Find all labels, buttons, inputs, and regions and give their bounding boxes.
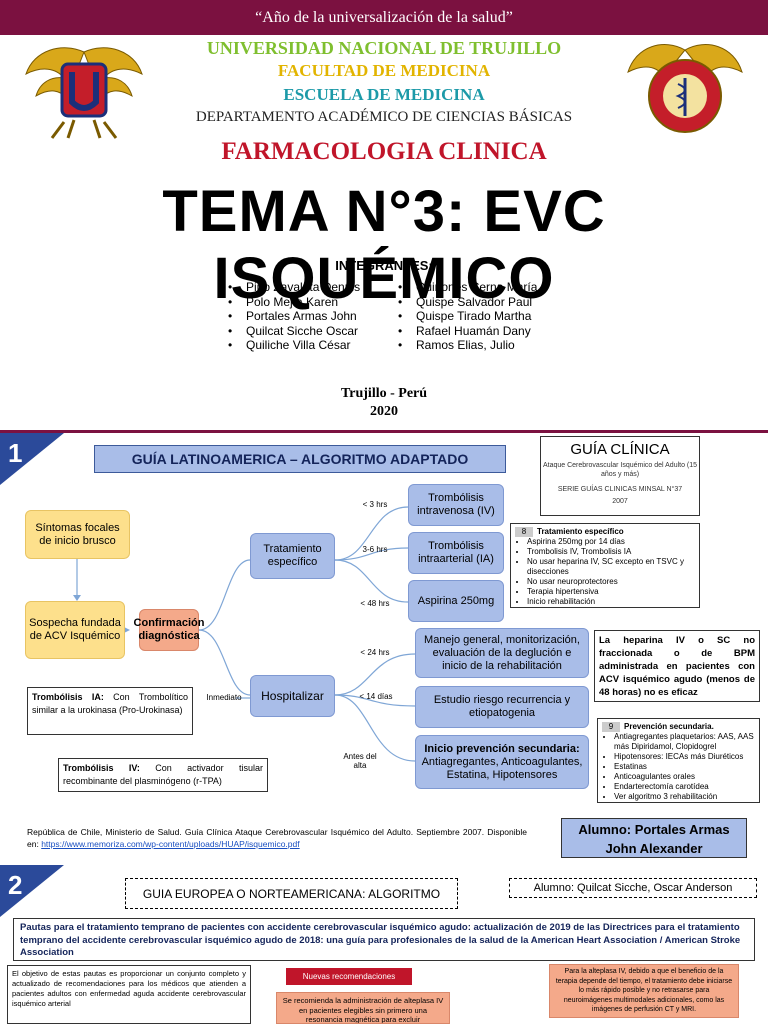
reference-text: República de Chile, Ministerio de Salud.… [27, 827, 527, 849]
member-name: Quispe Salvador Paul [398, 295, 537, 310]
school-name: ESCUELA DE MEDICINA [283, 85, 485, 104]
note-item: No usar heparina IV, SC excepto en TSVC … [527, 557, 695, 577]
page-title: TEMA N°3: EVC ISQUÉMICO [162, 179, 606, 311]
new-recommendations-badge: Nuevas recomendaciones [286, 968, 412, 985]
note-item: Aspirina 250mg por 14 días [527, 537, 695, 547]
section-2-description: Pautas para el tratamiento temprano de p… [13, 918, 755, 961]
note-item: Inicio rehabilitación [527, 597, 695, 607]
ia-thrombolysis-box: Trombólisis intraarterial (IA) [408, 532, 504, 574]
clinical-guide-box: GUÍA CLÍNICA Ataque Cerebrovascular Isqu… [540, 436, 700, 516]
section-2-title: GUIA EUROPEA O NORTEAMERICANA: ALGORITMO [125, 878, 458, 909]
note-item: Hipotensores: IECAs más Diuréticos [614, 752, 755, 762]
label-lt3: < 3 hrs [362, 500, 388, 509]
faculty-logo [627, 44, 743, 133]
student-box-2: Alumno: Quilcat Sicche, Oscar Anderson [509, 878, 757, 898]
section-2-number: 2 [8, 870, 23, 900]
iv-note-body: Con activador tisular recombinante del p… [63, 763, 263, 786]
heparin-note: La heparina IV o SC no fraccionada o de … [594, 630, 760, 702]
note-item: Endarterectomía carotídea [614, 782, 755, 792]
ia-note-title: Trombólisis IA: [32, 692, 104, 702]
note-title: Prevención secundaria. [624, 722, 714, 731]
prevention-box: Inicio prevención secundaria: Antiagrega… [415, 735, 589, 789]
clinical-guide-series: SERIE GUÍAS CLINICAS MINSAL N°37 [557, 486, 683, 493]
note-item: Antiagregantes plaquetarios: AAS, AAS má… [614, 732, 755, 752]
label-lt24: < 24 hrs [360, 648, 390, 657]
year: 2020 [370, 404, 398, 419]
university-name: UNIVERSIDAD NACIONAL DE TRUJILLO [206, 38, 562, 58]
members-right-list: Quiñones Cerna María Quispe Salvador Pau… [398, 280, 537, 353]
note-item: Estatinas [614, 762, 755, 772]
symptoms-box: Síntomas focales de inicio brusco [25, 510, 130, 559]
university-logo [25, 47, 143, 139]
department-name: DEPARTAMENTO ACADÉMICO DE CIENCIAS BÁSIC… [195, 109, 573, 125]
note-number: 9 [602, 722, 620, 732]
members-left-list: Pino Zavaleta Dennis Polo Mejía Karen Po… [228, 280, 360, 353]
specific-treatment-note: 8 Tratamiento específico Aspirina 250mg p… [510, 523, 700, 608]
label-lt14: < 14 días [359, 692, 393, 701]
member-name: Ramos Elias, Julio [398, 338, 537, 353]
member-name: Pino Zavaleta Dennis [228, 280, 360, 295]
members-heading: INTEGRANTES: [335, 258, 433, 273]
ia-thrombolysis-note: Trombólisis IA: Con Trombolítico similar… [27, 687, 193, 735]
reference-link[interactable]: https://www.memoriza.com/wp-content/uplo… [41, 839, 300, 849]
note-item: Anticoagulantes orales [614, 772, 755, 782]
note-item: Trombolisis IV, Trombolisis IA [527, 547, 695, 557]
member-name: Polo Mejía Karen [228, 295, 360, 310]
alteplase-box: Para la alteplasa IV, debido a que el be… [549, 964, 739, 1018]
label-lt48: < 48 hrs [360, 599, 390, 608]
section-1-number: 1 [8, 438, 23, 468]
iv-note-title: Trombólisis IV: [63, 763, 140, 773]
aspirin-box: Aspirina 250mg [408, 580, 504, 622]
member-name: Quiliche Villa César [228, 338, 360, 353]
hospitalize-box: Hospitalizar [250, 675, 335, 717]
prevention-title: Inicio prevención secundaria: [424, 742, 580, 755]
city: Trujillo - Perú [340, 386, 428, 401]
member-name: Quispe Tirado Martha [398, 309, 537, 324]
flow-connectors [73, 506, 416, 762]
note-item: No usar neuroprotectores [527, 577, 695, 587]
member-name: Portales Armas John [228, 309, 360, 324]
note-item: Ver algoritmo 3 rehabilitación [614, 792, 755, 802]
clinical-guide-subtitle: Ataque Cerebrovascular Isquémico del Adu… [542, 462, 698, 478]
top-banner: “Año de la universalización de la salud” [0, 0, 768, 35]
suspicion-box: Sospecha fundada de ACV Isquémico [25, 601, 125, 659]
label-before-discharge: Antes del alta [343, 752, 377, 770]
course-name: FARMACOLOGIA CLINICA [221, 138, 547, 165]
clinical-guide-heading: GUÍA CLÍNICA [570, 441, 670, 458]
general-management-box: Manejo general, monitorización, evaluaci… [415, 628, 589, 678]
iv-thrombolysis-box: Trombólisis intravenosa (IV) [408, 484, 504, 526]
member-name: Quiñones Cerna María [398, 280, 537, 295]
ia-note-body: Con Trombolítico similar a la urokinasa … [32, 692, 188, 715]
faculty-name: FACULTAD DE MEDICINA [277, 61, 491, 80]
objective-box: El objetivo de estas pautas es proporcio… [7, 965, 251, 1024]
student-box-1: Alumno: Portales Armas John Alexander [561, 818, 747, 858]
prevention-note: 9 Prevención secundaria. Antiagregantes p… [597, 718, 760, 803]
reference: República de Chile, Ministerio de Salud.… [27, 826, 527, 850]
note-item: Terapia hipertensiva [527, 587, 695, 597]
note-title: Tratamiento específico [537, 527, 624, 536]
iv-thrombolysis-note: Trombólisis IV: Con activador tisular re… [58, 758, 268, 792]
risk-study-box: Estudio riesgo recurrencia y etiopatogen… [415, 686, 589, 728]
clinical-guide-year: 2007 [612, 498, 628, 505]
prevention-body: Antiagregantes, Anticoagulantes, Estatin… [421, 755, 583, 781]
label-immediate: Inmediato [206, 693, 242, 702]
section-divider [0, 430, 768, 433]
note-number: 8 [515, 527, 533, 537]
confirmation-box: Confirmación diagnóstica [134, 609, 204, 651]
label-3-6: 3-6 hrs [362, 545, 388, 554]
guide-title: GUÍA LATINOAMERICA – ALGORITMO ADAPTADO [94, 445, 506, 473]
recommendation-box: Se recomienda la administración de altep… [276, 992, 450, 1024]
member-name: Rafael Huamán Dany [398, 324, 537, 339]
specific-treatment-box: Tratamiento específico [250, 533, 335, 579]
member-name: Quilcat Sicche Oscar [228, 324, 360, 339]
